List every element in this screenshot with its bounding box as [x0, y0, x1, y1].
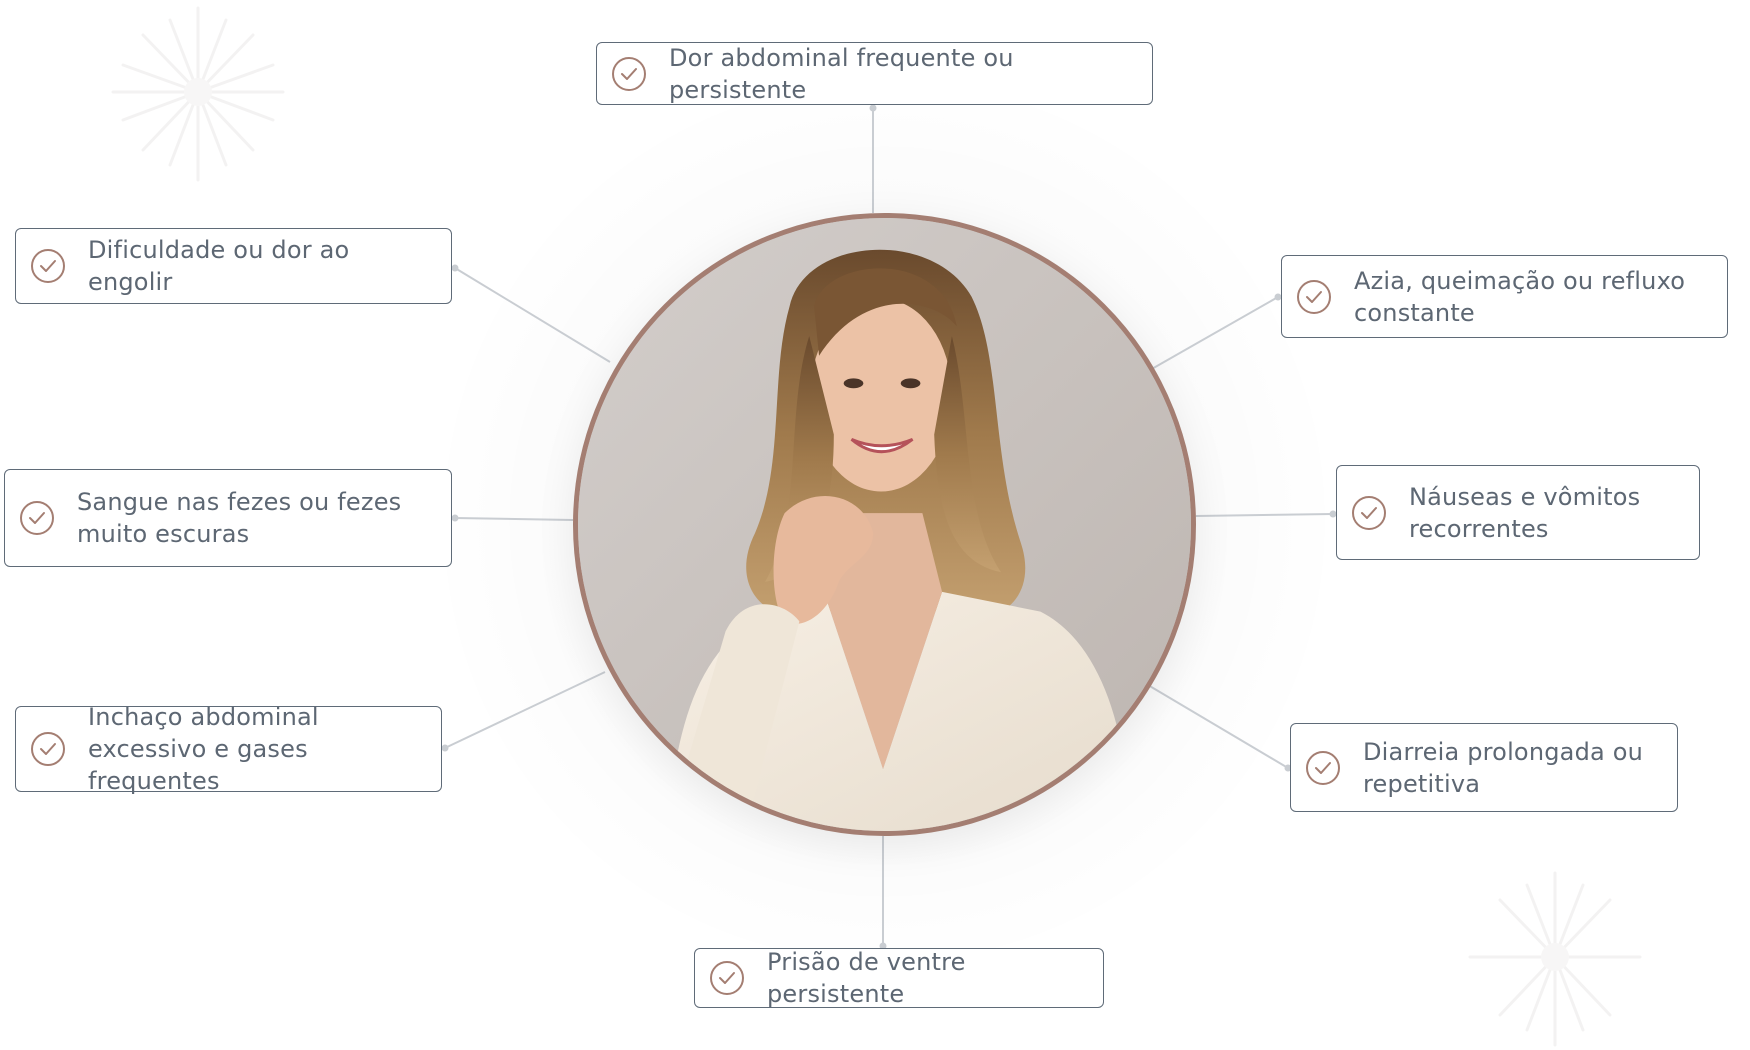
symptom-label: Sangue nas fezes ou fezes muito escuras: [77, 488, 402, 548]
symptom-label: Azia, queimação ou refluxo constante: [1354, 266, 1686, 327]
symptom-card-right-1: Azia, queimação ou refluxo constante: [1281, 255, 1728, 338]
symptom-label: Dor abdominal frequente ou persistente: [669, 43, 1014, 104]
check-circle-icon: [1352, 495, 1386, 530]
symptom-card-left-1: Dificuldade ou dor ao engolir: [15, 228, 452, 304]
woman-portrait-icon: [578, 218, 1191, 831]
symptom-card-right-2: Náuseas e vômitos recorrentes: [1336, 465, 1700, 560]
check-circle-icon: [1297, 279, 1331, 314]
symptom-card-bottom: Prisão de ventre persistente: [694, 948, 1104, 1008]
symptom-card-left-2: Sangue nas fezes ou fezes muito escuras: [4, 469, 452, 567]
check-circle-icon: [31, 732, 65, 766]
symptom-card-right-3: Diarreia prolongada ou repetitiva: [1290, 723, 1678, 812]
symptom-label: Prisão de ventre persistente: [767, 948, 966, 1008]
symptom-label: Diarreia prolongada ou repetitiva: [1363, 737, 1644, 798]
check-circle-icon: [20, 501, 54, 535]
portrait-photo: [573, 213, 1196, 836]
symptom-label: Inchaço abdominal excessivo e gases freq…: [88, 703, 319, 795]
sparkle-decoration-icon: [1468, 871, 1642, 1047]
symptom-card-left-3: Inchaço abdominal excessivo e gases freq…: [15, 703, 442, 795]
check-circle-icon: [1306, 750, 1340, 785]
symptom-card-top: Dor abdominal frequente ou persistente: [596, 42, 1153, 105]
symptom-label: Náuseas e vômitos recorrentes: [1409, 482, 1641, 543]
connector-dot: [451, 264, 459, 272]
check-circle-icon: [612, 56, 646, 91]
sparkle-decoration-icon: [111, 6, 285, 182]
check-circle-icon: [710, 961, 744, 995]
check-circle-icon: [31, 249, 65, 283]
connector-dot: [441, 744, 449, 752]
symptom-label: Dificuldade ou dor ao engolir: [88, 236, 350, 296]
